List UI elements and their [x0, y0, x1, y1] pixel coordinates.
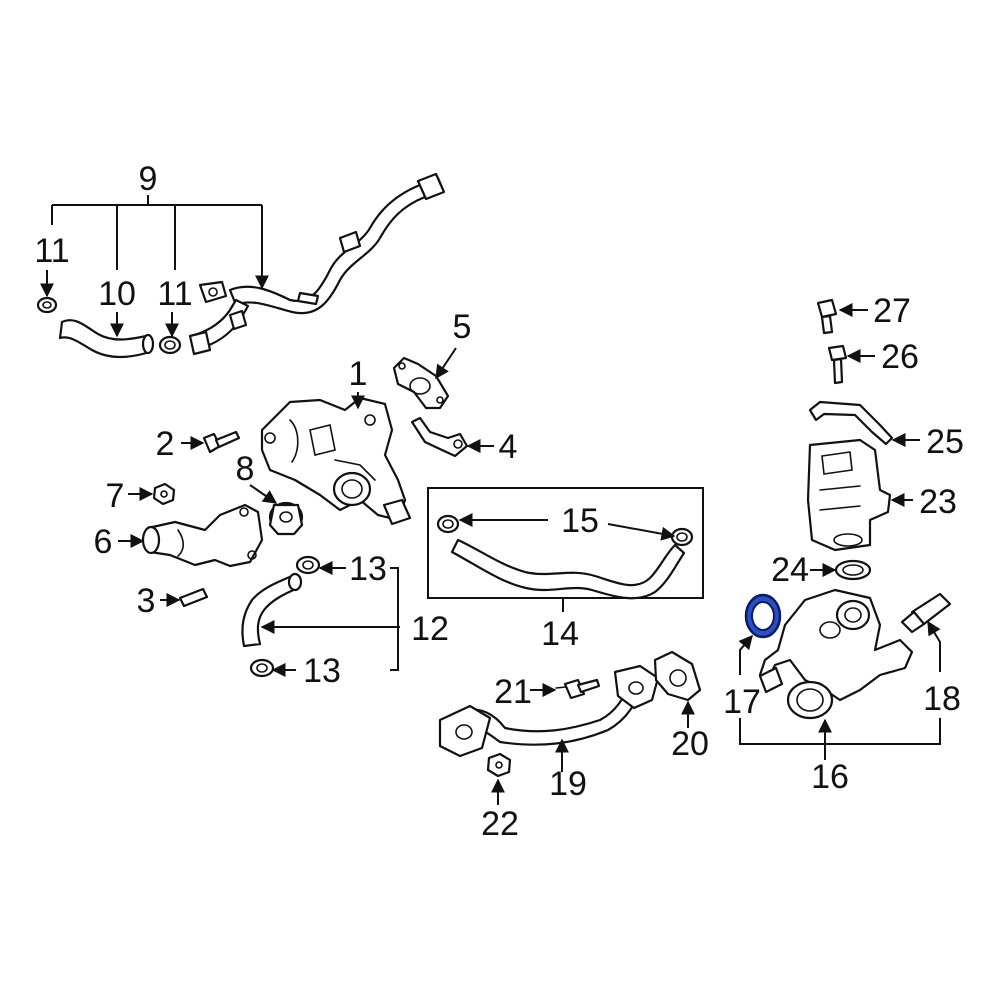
- callout-labels: 9 11 10 11 5 1 2 4 8 7 15 6 13 24 3 12 1…: [34, 160, 964, 843]
- hose-assembly-part-14[interactable]: [427, 487, 704, 600]
- callout-6: 6: [94, 523, 113, 561]
- callout-19: 19: [549, 765, 587, 803]
- o-ring-part-17[interactable]: [744, 593, 782, 639]
- pipe-part-19[interactable]: [438, 664, 660, 758]
- callout-9: 9: [139, 160, 158, 198]
- callout-25: 25: [926, 423, 964, 461]
- clamp-part-13a[interactable]: [295, 555, 321, 575]
- callout-14: 14: [541, 615, 579, 653]
- clamp-part-11a[interactable]: [36, 296, 58, 314]
- pin-part-3[interactable]: [178, 587, 209, 608]
- thermostat-part-8[interactable]: [268, 501, 304, 536]
- callout-13-lower: 13: [303, 652, 341, 690]
- callout-8: 8: [236, 450, 255, 488]
- actuator-part-23[interactable]: [806, 438, 892, 552]
- callout-2: 2: [156, 425, 175, 463]
- coolant-pipe-part-9[interactable]: [188, 172, 446, 356]
- gasket-part-24[interactable]: [834, 559, 872, 581]
- hose-part-12[interactable]: [241, 572, 303, 648]
- callout-26: 26: [881, 338, 919, 376]
- nut-part-7[interactable]: [152, 482, 176, 506]
- clamp-part-13b[interactable]: [249, 658, 275, 678]
- bracket-part-25[interactable]: [808, 400, 894, 446]
- clamp-part-15a[interactable]: [436, 514, 460, 534]
- hose-part-10[interactable]: [58, 319, 155, 359]
- bolt-part-21[interactable]: [555, 678, 601, 700]
- thermostat-housing-part-16[interactable]: [758, 588, 914, 720]
- gasket-part-20[interactable]: [653, 650, 702, 702]
- callout-13-upper: 13: [349, 550, 387, 588]
- callout-27: 27: [873, 292, 911, 330]
- callout-11-mid: 11: [157, 275, 192, 313]
- callout-7: 7: [106, 477, 125, 515]
- gasket-part-5[interactable]: [392, 356, 450, 410]
- callout-16: 16: [811, 758, 849, 796]
- callout-3: 3: [137, 582, 156, 620]
- callout-4: 4: [499, 428, 518, 466]
- bolt-part-27[interactable]: [816, 298, 838, 335]
- callout-11-left: 11: [34, 232, 69, 270]
- callout-1: 1: [349, 355, 368, 393]
- callout-21: 21: [494, 673, 532, 711]
- bolt-part-2[interactable]: [202, 430, 241, 454]
- callout-24: 24: [771, 551, 809, 589]
- sensor-part-18[interactable]: [900, 592, 952, 634]
- callout-10: 10: [98, 275, 136, 313]
- clamp-part-11b[interactable]: [158, 335, 182, 355]
- callout-12: 12: [411, 610, 449, 648]
- clamp-part-15b[interactable]: [670, 527, 694, 547]
- callout-23: 23: [919, 483, 957, 521]
- callout-20: 20: [671, 725, 709, 763]
- nut-part-22[interactable]: [486, 752, 512, 778]
- callout-22: 22: [481, 805, 519, 843]
- callout-18: 18: [923, 680, 961, 718]
- bracket-part-4[interactable]: [410, 416, 469, 458]
- housing-part-1[interactable]: [260, 396, 412, 526]
- callout-15: 15: [561, 502, 599, 540]
- leader-lines: [40, 195, 941, 805]
- callout-5: 5: [453, 308, 472, 346]
- bolt-part-26[interactable]: [827, 344, 848, 385]
- water-inlet-part-6[interactable]: [141, 503, 264, 568]
- callout-17: 17: [723, 683, 761, 721]
